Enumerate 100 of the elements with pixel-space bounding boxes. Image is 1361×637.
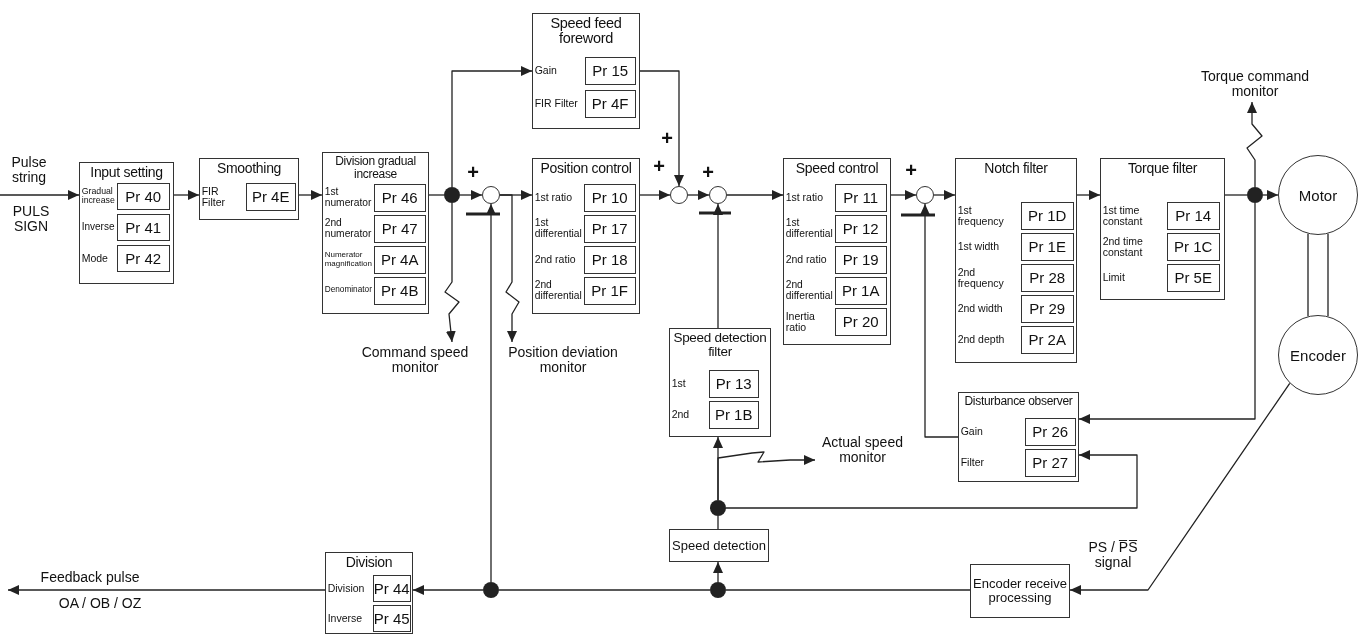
signal-arrow xyxy=(298,190,323,200)
signal-arrow xyxy=(1069,382,1291,595)
function-block xyxy=(955,158,1077,363)
block-title: Division gradual increase xyxy=(334,155,417,181)
parameter-label: FIR Filter xyxy=(534,98,578,110)
parameter-label: 2nd differential xyxy=(534,279,582,302)
monitor-label: Position deviation monitor xyxy=(488,342,638,378)
parameter-label: 1st differential xyxy=(785,217,833,240)
summing-junction xyxy=(670,186,688,204)
parameter-label: 2nd ratio xyxy=(534,254,576,266)
parameter-box: Pr 1B xyxy=(708,400,759,429)
parameter-label: Mode xyxy=(81,252,108,264)
signal-arrow xyxy=(459,190,483,200)
parameter-box: Pr 46 xyxy=(373,183,426,212)
parameter-box: Pr 20 xyxy=(834,307,887,336)
parameter-box: Pr 15 xyxy=(584,56,636,85)
junction-dot xyxy=(710,582,726,598)
function-block xyxy=(1100,158,1225,300)
signal-arrow xyxy=(933,190,956,200)
parameter-box: Pr 10 xyxy=(583,183,636,212)
parameter-box: Pr 2A xyxy=(1020,325,1074,354)
plus-sign: + xyxy=(652,156,666,177)
parameter-label: 1st ratio xyxy=(785,192,824,204)
parameter-box: Pr 1A xyxy=(834,276,887,305)
parameter-box: Pr 29 xyxy=(1020,294,1074,323)
signal-arrow xyxy=(7,585,326,595)
monitor-label: Command speed monitor xyxy=(355,342,475,378)
parameter-label: 2nd frequency xyxy=(957,266,1005,289)
parameter-box: Pr 13 xyxy=(708,369,759,398)
signal-arrow xyxy=(1076,190,1101,200)
parameter-box: Pr 40 xyxy=(116,182,170,210)
parameter-label: 2nd depth xyxy=(957,334,1005,346)
signal-arrow xyxy=(173,190,200,200)
block-title: Speed detection filter xyxy=(672,331,768,360)
process-box: Speed detection xyxy=(669,529,769,562)
leader-arrow xyxy=(1246,101,1263,188)
junction-dot xyxy=(483,582,499,598)
parameter-box: Pr 12 xyxy=(834,214,887,243)
summing-junction xyxy=(482,186,500,204)
parameter-label: 1st width xyxy=(957,241,1000,253)
signal-line xyxy=(725,589,971,591)
parameter-label: Inverse xyxy=(81,221,115,233)
shaft-line xyxy=(1307,233,1329,317)
parameter-box: Pr 11 xyxy=(834,183,887,212)
parameter-box: Pr 4F xyxy=(584,89,636,118)
parameter-label: Gradual increase xyxy=(81,187,115,206)
parameter-box: Pr 4E xyxy=(245,182,296,211)
function-block xyxy=(199,158,299,220)
signal-arrow xyxy=(451,66,533,188)
monitor-label: Torque command monitor xyxy=(1180,66,1330,102)
device-circle: Motor xyxy=(1278,155,1358,235)
leader-arrow xyxy=(499,194,520,343)
block-title: Input setting xyxy=(89,165,164,180)
signal-line xyxy=(428,194,445,196)
parameter-label: Filter xyxy=(960,457,985,469)
signal-name: PULS SIGN xyxy=(11,204,51,234)
parameter-label: Division xyxy=(327,582,365,594)
function-block xyxy=(669,328,771,437)
signal-arrow xyxy=(639,190,671,200)
parameter-box: Pr 5E xyxy=(1166,263,1220,292)
function-block xyxy=(532,13,640,129)
parameter-box: Pr 44 xyxy=(372,574,411,602)
parameter-label: 2nd xyxy=(671,409,690,421)
parameter-box: Pr 42 xyxy=(116,244,170,272)
signal-line xyxy=(717,515,719,530)
parameter-label: 1st frequency xyxy=(957,204,1005,227)
parameter-label: 1st differential xyxy=(534,217,582,240)
signal-line xyxy=(1224,194,1248,196)
parameter-label: Inertia ratio xyxy=(785,310,816,333)
parameter-label: 1st xyxy=(671,378,686,390)
signal-arrow xyxy=(1078,202,1256,424)
summing-junction xyxy=(916,186,934,204)
signal-arrow xyxy=(687,190,710,200)
block-title: Torque filter xyxy=(1126,161,1199,176)
signal-arrow xyxy=(486,203,496,583)
parameter-box: Pr 18 xyxy=(583,245,636,274)
signal-name: OA / OB / OZ xyxy=(57,596,143,611)
junction-dot xyxy=(710,500,726,516)
plus-sign: + xyxy=(701,162,715,183)
parameter-box: Pr 4A xyxy=(373,245,426,274)
signal-arrow xyxy=(726,190,784,200)
function-block xyxy=(958,392,1079,482)
parameter-label: Limit xyxy=(1102,272,1125,284)
parameter-box: Pr 14 xyxy=(1166,201,1220,230)
parameter-box: Pr 41 xyxy=(116,213,170,241)
function-block xyxy=(532,158,640,314)
parameter-label: 2nd ratio xyxy=(785,254,827,266)
leader-arrow xyxy=(717,451,816,501)
parameter-box: Pr 17 xyxy=(583,214,636,243)
parameter-box: Pr 45 xyxy=(372,604,411,632)
junction-dot xyxy=(444,187,460,203)
signal-arrow xyxy=(0,190,80,200)
signal-line xyxy=(498,589,711,591)
parameter-box: Pr 1E xyxy=(1020,232,1074,261)
parameter-label: Denominator xyxy=(324,286,372,295)
block-title: Division xyxy=(344,555,394,570)
parameter-box: Pr 4B xyxy=(373,276,426,305)
parameter-label: Gain xyxy=(534,65,557,77)
function-block xyxy=(322,152,429,314)
device-circle: Encoder xyxy=(1278,315,1358,395)
